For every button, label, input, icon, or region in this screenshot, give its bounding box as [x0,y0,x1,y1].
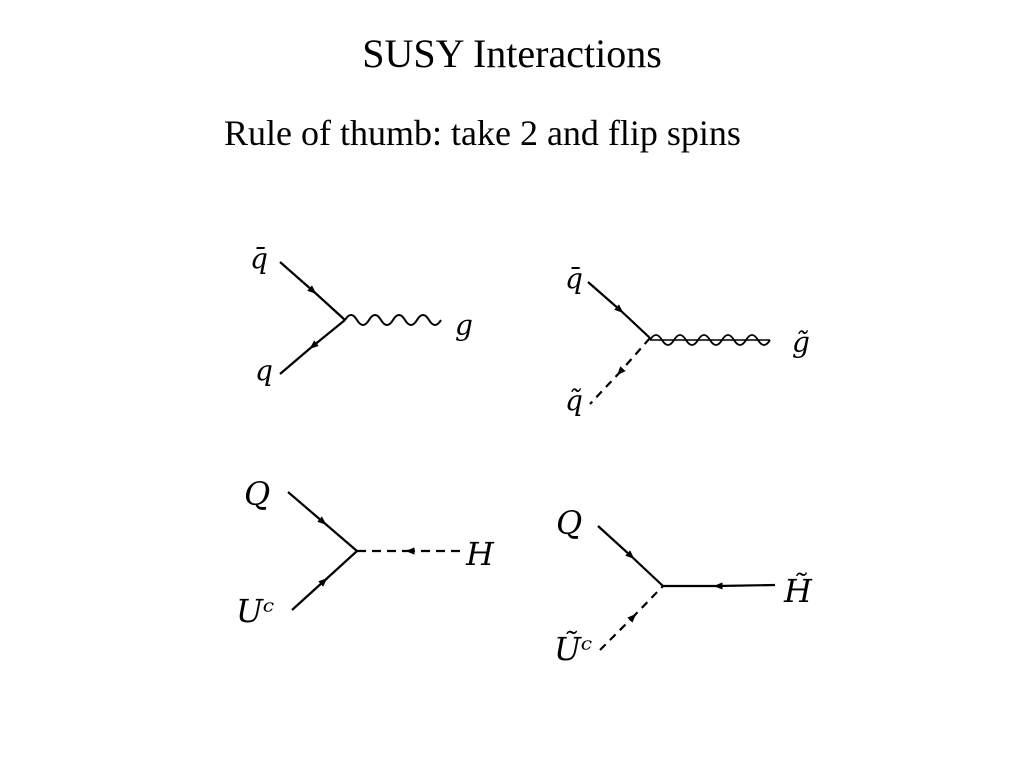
diagram-qUH: Q Uᶜ H [236,475,495,630]
squark-line [617,337,651,376]
squark-Uc-line-tail [631,585,664,619]
squark-line-tail [589,370,622,405]
label-antiquark: q̄ [250,242,268,275]
diagram-qsquarkgluino: q̄ q̃ g̃ [565,262,810,417]
Uc-line [291,577,328,611]
label-H: H [465,535,495,573]
label-Uc: Uᶜ [236,592,274,630]
diagram-qUhiggsino: Q Ũᶜ H̃ [554,504,813,668]
label-squark: q̃ [565,384,583,417]
Uc-line-tail [322,550,358,583]
label-quark: q [255,354,273,387]
squark-Uc-line [599,613,637,651]
label-antiquark: q̄ [565,262,583,295]
antiquark-line [279,261,317,294]
label-Q: Q [556,504,582,542]
antiquark-line-tail [618,308,651,339]
Q-line-tail [629,554,664,587]
slide-title: SUSY Interactions [362,31,662,76]
label-Q: Q [244,475,270,513]
antiquark-line [587,281,624,313]
slide-subtitle: Rule of thumb: take 2 and flip spins [224,113,741,153]
label-H-tilde: H̃ [783,572,813,610]
antiquark-line-tail [311,289,346,321]
label-gluon: g [455,309,473,342]
quark-line-tail [279,344,315,375]
quark-line [309,319,346,349]
higgsino-line [713,582,776,590]
Q-line [597,525,635,560]
Q-line [287,491,327,525]
label-Uc-tilde: Ũᶜ [554,630,592,668]
diagram-qqg: q̄ q g [250,242,473,387]
gluon-line [344,314,442,326]
label-gluino: g̃ [792,326,810,359]
Q-line-tail [321,520,358,552]
